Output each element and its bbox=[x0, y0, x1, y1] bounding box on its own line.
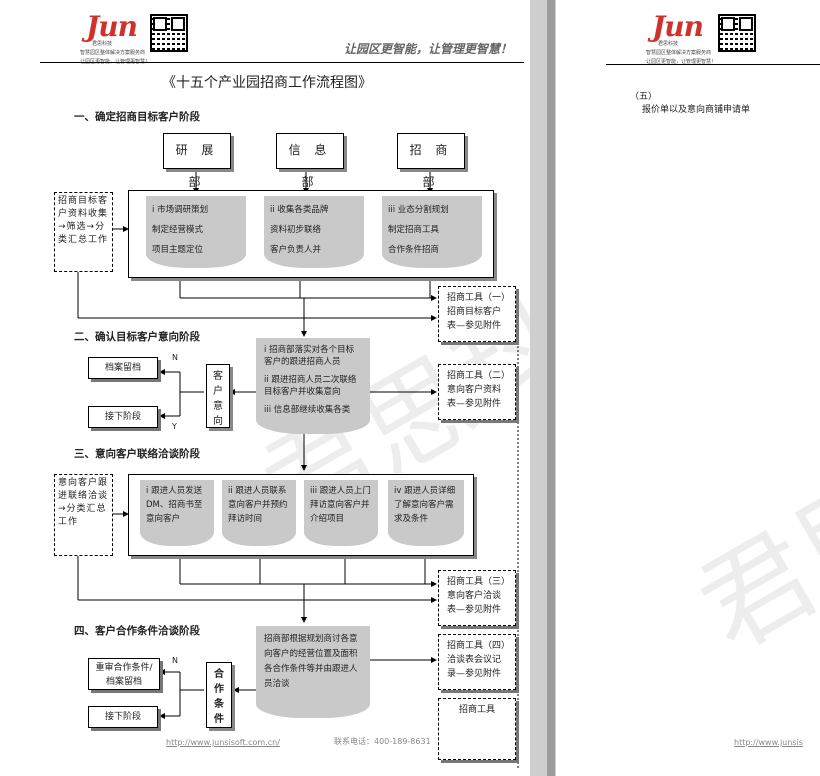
doc-line: ii 收集各类品牌 bbox=[270, 205, 329, 215]
tool-3: 招商工具（三） 意向客户洽谈 表—参见附件 bbox=[438, 570, 516, 626]
header-slogan: 让园区更智能，让管理更智慧！ bbox=[344, 42, 513, 56]
header-rule bbox=[40, 62, 524, 63]
section-2-heading: 二、确认目标客户意向阶段 bbox=[74, 331, 200, 343]
footer-url-2[interactable]: http://www.junsis bbox=[734, 738, 803, 747]
dept-investment: 招 商 部 bbox=[397, 133, 465, 189]
stage2-doc: i 招商部落实对各个目标客户的跟进招商人员 ii 跟进招商人员二次联络目标客户并… bbox=[256, 338, 370, 434]
tool-line: 意向客户资料 bbox=[447, 385, 502, 395]
doc-line: i 招商部落实对各个目标客户的跟进招商人员 bbox=[264, 345, 355, 367]
decision2-no-label: N bbox=[172, 656, 178, 665]
stage3-doc-3: iii 跟进人员上门拜访意向客户并介绍项目 bbox=[304, 480, 378, 546]
doc-line: iii 信息部继续收集各类 bbox=[264, 405, 351, 415]
tool-line: 意向客户洽谈 bbox=[447, 591, 502, 601]
decision-customer-intent: 客户意向 bbox=[206, 364, 230, 428]
tool-line: 招商工具（二） bbox=[447, 371, 511, 381]
doc-line: 客户负责人并 bbox=[270, 245, 322, 255]
company-logo: Jun bbox=[86, 10, 138, 43]
stage4-doc: 招商部根据规划商讨各意向客户的经营位置及面积各合作条件等并由跟进人员洽谈 bbox=[256, 626, 370, 718]
tool-line: 招商工具（四） bbox=[447, 641, 511, 651]
tool-line: 表—参见附件 bbox=[447, 605, 502, 615]
section-3-heading: 三、意向客户联络洽谈阶段 bbox=[74, 448, 200, 460]
watermark-2: 君思科技 bbox=[678, 343, 820, 675]
tool-2: 招商工具（二） 意向客户资料 表—参见附件 bbox=[438, 364, 516, 420]
logo-subtitle-2: 君思科技 bbox=[658, 41, 679, 47]
review-archive-box: 重审合作条件/档案留档 bbox=[88, 658, 160, 690]
tool-line: 表—参见附件 bbox=[447, 399, 502, 409]
next-stage-box-1: 接下阶段 bbox=[88, 406, 158, 428]
header-tagline: 智慧园区整体解决方案服务商 bbox=[80, 50, 146, 56]
side-note-stage1: 招商目标客户资料收集→筛选→分类汇总工作 bbox=[54, 192, 113, 272]
document-title: 《十五个产业园招商工作流程图》 bbox=[162, 75, 372, 91]
tool-line: 招商目标客户 bbox=[447, 307, 502, 317]
side-note-stage3: 意向客户跟进联络洽谈→分类汇总工作 bbox=[54, 474, 113, 556]
doc-line: iii 业态分割规划 bbox=[388, 205, 449, 215]
next-stage-box-2: 接下阶段 bbox=[88, 706, 158, 728]
decision1-yes-label: Y bbox=[172, 422, 177, 431]
header-rule-2 bbox=[606, 64, 820, 65]
doc-line: 资料初步联络 bbox=[270, 225, 322, 235]
doc-line: ii 跟进招商人员二次联络目标客户并收集意向 bbox=[264, 375, 357, 397]
tool-1: 招商工具（一） 招商目标客户 表—参见附件 bbox=[438, 286, 516, 342]
section-1-heading: 一、确定招商目标客户阶段 bbox=[74, 111, 200, 123]
flow-connectors bbox=[77, 171, 519, 770]
document-page-2: 君思科技 Jun 君思科技 智慧园区整体解决方案服务商 让园区更智能，让管理更智… bbox=[556, 0, 820, 776]
decision-cooperation-terms: 合作条件 bbox=[206, 662, 232, 728]
archive-box-1: 档案留档 bbox=[88, 357, 158, 379]
company-logo-2: Jun bbox=[652, 10, 704, 43]
logo-subtitle: 君思科技 bbox=[92, 41, 113, 47]
page-gutter bbox=[530, 0, 556, 776]
section-4-heading: 四、客户合作条件洽谈阶段 bbox=[74, 625, 200, 637]
tool-5: 招商工具 bbox=[438, 698, 516, 760]
tool-line: 招商工具（一） bbox=[447, 293, 511, 303]
doc-line: 合作条件招商 bbox=[388, 245, 440, 255]
tool-line: 洽谈表会议记 bbox=[447, 655, 502, 665]
stage1-doc-information: ii 收集各类品牌 资料初步联络 客户负责人并 bbox=[264, 196, 364, 268]
header-tagline-2: 智慧园区整体解决方案服务商 bbox=[646, 50, 712, 56]
tool-line: 表—参见附件 bbox=[447, 321, 502, 331]
decision1-no-label: N bbox=[172, 353, 178, 362]
vertical-scrollbar[interactable] bbox=[547, 0, 555, 776]
item-number: （五） bbox=[630, 92, 658, 102]
header-motto-2: 让园区更智能，让管理更智慧！ bbox=[646, 59, 717, 65]
dept-information: 信 息 部 bbox=[276, 133, 344, 189]
doc-line: 项目主题定位 bbox=[152, 245, 204, 255]
stage3-doc-1: i 跟进人员发送DM、招商书至意向客户 bbox=[140, 480, 214, 546]
tool-line: 招商工具（三） bbox=[447, 577, 511, 587]
doc-line: 制定经营模式 bbox=[152, 225, 204, 235]
stage1-doc-research: i 市场调研策划 制定经营模式 项目主题定位 bbox=[146, 196, 246, 268]
qr-code-icon bbox=[150, 14, 188, 52]
dept-research: 研 展 部 bbox=[163, 133, 231, 189]
tool-4: 招商工具（四） 洽谈表会议记 录—参见附件 bbox=[438, 634, 516, 690]
tool-line: 录—参见附件 bbox=[447, 669, 502, 679]
doc-line: i 市场调研策划 bbox=[152, 205, 209, 215]
item-text: 报价单以及意向商铺申请单 bbox=[642, 105, 751, 115]
stage3-doc-2: ii 跟进人员联系意向客户并预约拜访时间 bbox=[222, 480, 296, 546]
tool-line: 招商工具 bbox=[459, 705, 496, 715]
stage1-doc-investment: iii 业态分割规划 制定招商工具 合作条件招商 bbox=[382, 196, 482, 268]
footer-url[interactable]: http://www.junsisoft.com.cn/ bbox=[166, 738, 280, 747]
document-page-1: 君思科技 Jun 君思科技 智慧园区整体解决方案服务商 让园区更智能，让管理更智… bbox=[40, 10, 530, 770]
qr-code-icon-2 bbox=[718, 14, 756, 52]
footer-phone: 联系电话：400-189-8631 bbox=[334, 737, 431, 746]
stage3-doc-4: iv 跟进人员详细了解意向客户需求及条件 bbox=[388, 480, 464, 546]
doc-line: 制定招商工具 bbox=[388, 225, 440, 235]
